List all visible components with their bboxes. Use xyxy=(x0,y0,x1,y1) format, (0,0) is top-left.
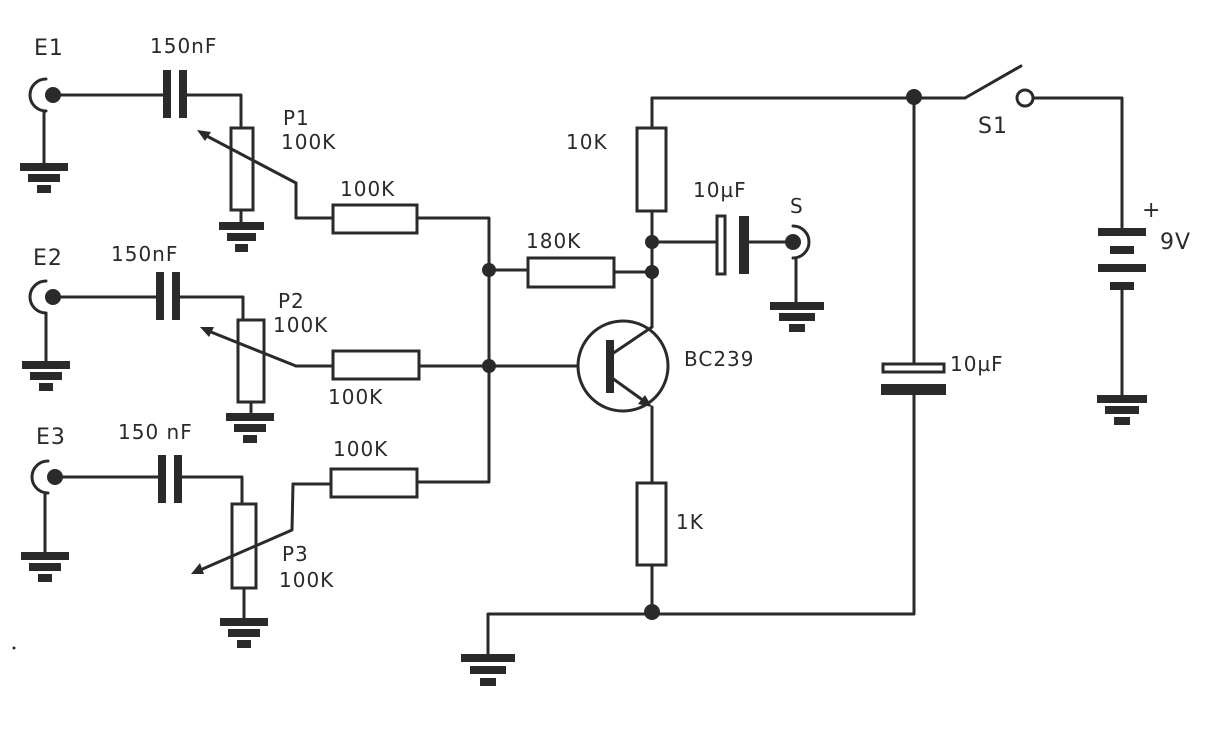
p2-wiper-arrow xyxy=(200,327,298,368)
wire-switch-to-battery xyxy=(1031,96,1124,229)
switch-s1 xyxy=(963,64,1035,108)
resistor-r3 xyxy=(329,467,419,499)
resistor-r-emitter xyxy=(635,481,668,567)
label-p3-value: 100K xyxy=(279,568,335,592)
ground-battery xyxy=(1097,395,1147,425)
transistor-bc239 xyxy=(576,319,670,413)
label-e3: E3 xyxy=(36,425,66,450)
junction-bus-lower xyxy=(482,359,496,373)
stray-speck xyxy=(12,646,16,650)
resistor-r1 xyxy=(331,203,419,235)
capacitor-c1 xyxy=(163,70,187,118)
label-p3-name: P3 xyxy=(282,542,309,566)
label-c2: 150nF xyxy=(111,242,179,266)
ground-e3 xyxy=(21,491,69,582)
label-e1: E1 xyxy=(34,36,64,61)
label-c-out: 10µF xyxy=(693,178,747,202)
label-battery-plus: + xyxy=(1142,198,1162,223)
ground-output xyxy=(770,256,824,332)
wire-c1-to-p1 xyxy=(185,93,243,130)
potentiometer-p1 xyxy=(219,126,264,252)
label-c1: 150nF xyxy=(150,34,218,58)
output-jack-s xyxy=(785,224,811,260)
input-jack-e1 xyxy=(28,77,61,113)
junction-ground-rail xyxy=(644,604,660,620)
potentiometer-p3 xyxy=(220,502,268,648)
capacitor-c2 xyxy=(156,272,180,320)
label-r3: 100K xyxy=(333,437,389,461)
label-transistor: BC239 xyxy=(684,347,755,371)
wire-c3-to-p3 xyxy=(180,475,244,506)
label-r-emitter: 1K xyxy=(676,510,704,534)
label-c3: 150 nF xyxy=(118,420,193,444)
wire-r1-to-bus xyxy=(415,216,491,482)
p3-wiper-arrow xyxy=(191,482,295,574)
junction-collector-base xyxy=(645,265,659,279)
resistor-r2 xyxy=(331,349,421,381)
wire-p1-to-r1 xyxy=(294,181,335,220)
ground-e2 xyxy=(22,311,70,391)
resistor-r-base xyxy=(526,256,616,289)
battery-9v xyxy=(1098,228,1146,397)
label-c-supply: 10µF xyxy=(950,352,1004,376)
p1-wiper-arrow xyxy=(197,130,298,185)
capacitor-c-supply xyxy=(881,362,946,395)
ground-e1 xyxy=(20,109,68,193)
label-r2: 100K xyxy=(328,385,384,409)
label-p1-value: 100K xyxy=(281,130,337,154)
label-p1-name: P1 xyxy=(283,106,310,130)
label-p2-name: P2 xyxy=(278,289,305,313)
label-r-collector: 10K xyxy=(566,130,608,154)
label-r-base: 180K xyxy=(526,229,582,253)
wire-c2-to-p2 xyxy=(178,295,245,322)
input-jack-e3 xyxy=(30,459,63,495)
label-e2: E2 xyxy=(33,246,63,271)
label-battery: 9V xyxy=(1160,230,1192,255)
capacitor-c-out xyxy=(715,214,749,276)
junction-bus-upper xyxy=(482,263,496,277)
resistor-r-collector xyxy=(635,126,668,213)
label-switch: S1 xyxy=(978,114,1008,139)
potentiometer-p2 xyxy=(226,318,274,443)
capacitor-c3 xyxy=(158,455,182,503)
ground-main xyxy=(461,654,515,686)
label-output-s: S xyxy=(790,194,804,218)
label-r1: 100K xyxy=(340,177,396,201)
input-jack-e2 xyxy=(28,279,61,315)
label-p2-value: 100K xyxy=(273,313,329,337)
